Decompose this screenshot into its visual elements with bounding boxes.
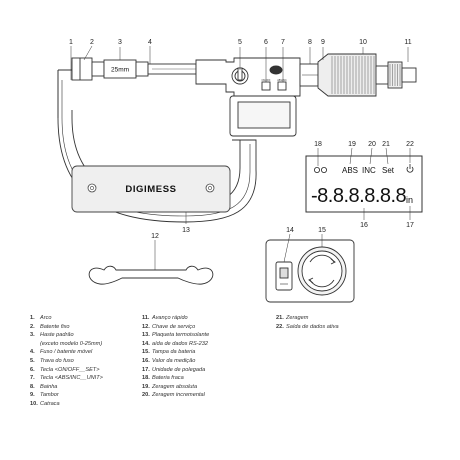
legend-item-18: 18.Bateria fraca — [142, 375, 184, 382]
legend-item-3: 3.Haste padrão — [30, 332, 74, 339]
legend-item-11: 11.Avanço rápido — [142, 315, 188, 321]
callout-19: 19 — [348, 141, 356, 148]
legend-column-2: 11.Avanço rápido 12.Chave de serviço 13.… — [142, 314, 209, 400]
legend-item-19: 19.Zeragem absoluta — [142, 383, 198, 390]
legend-item-8: 8.Bainha — [30, 383, 58, 390]
legend-item-9: 9.Tambor — [30, 392, 59, 399]
callout-15: 15 — [318, 227, 326, 234]
callout-21: 21 — [382, 141, 390, 148]
svg-text:ABS/INC: ABS/INC — [277, 79, 287, 82]
lcd-unit-inch: in — [406, 195, 413, 205]
callout-14: 14 — [286, 227, 294, 234]
standard-bar-label: 25mm — [111, 67, 129, 74]
callout-16: 16 — [360, 222, 368, 229]
callout-11: 11 — [404, 39, 411, 46]
legend-item-20: 20.Zeragem incremental — [142, 392, 205, 399]
callout-22: 22 — [406, 141, 414, 148]
callout-5: 5 — [238, 39, 242, 46]
battery-cover-assembly — [265, 239, 355, 303]
lcd-set-indicator: Set — [382, 166, 395, 175]
lcd-display: ABS INC Set -8.8.8.8.8.8 in — [305, 155, 423, 213]
standard-bar: 25mm — [91, 59, 149, 79]
callout-2: 2 — [90, 39, 94, 46]
legend-item-10: 10.Catraca — [30, 400, 60, 407]
legend-item-4: 4.Fuso / batente móvel — [30, 349, 93, 356]
ratchet — [375, 61, 417, 89]
display-housing — [229, 95, 297, 137]
legend-item-21: 21.Zeragem — [276, 315, 309, 321]
callout-18: 18 — [314, 141, 322, 148]
callout-numbers: 1 2 3 4 5 6 7 8 9 10 11 12 13 14 15 16 1… — [69, 39, 414, 240]
callout-6: 6 — [264, 39, 268, 46]
callout-17: 17 — [406, 222, 414, 229]
callout-7: 7 — [281, 39, 285, 46]
legend-item-6: 6.Tecla <ON/OFF__SET> — [30, 366, 100, 373]
lcd-inc-indicator: INC — [362, 166, 376, 175]
lcd-measurement-value: -8.8.8.8.8.8 — [311, 185, 407, 207]
legend-item-1: 1.Arco — [30, 315, 52, 321]
service-wrench — [88, 265, 214, 285]
spindle — [147, 63, 197, 75]
legend-item-7: 7.Tecla <ABS/INC__UNIT> — [30, 375, 103, 382]
ratchet-knurl — [389, 64, 401, 86]
data-output-icon — [406, 164, 414, 173]
leader-lines — [70, 45, 411, 270]
legend-item-12: 12.Chave de serviço — [142, 323, 196, 330]
callout-9: 9 — [321, 39, 325, 46]
legend-item-17: 17.Unidade de polegada — [142, 366, 206, 373]
lcd-abs-indicator: ABS — [342, 166, 358, 175]
brand-logo: DIGIMESS — [125, 184, 176, 195]
legend-item-22: 22.Saída de dados ativa — [276, 323, 339, 330]
thimble-knurl — [331, 56, 375, 94]
micrometer-head: ON/OFF ABS/INC — [195, 57, 301, 97]
callout-13: 13 — [182, 227, 190, 234]
callout-10: 10 — [359, 39, 367, 46]
svg-text:ON/OFF: ON/OFF — [261, 79, 271, 82]
fixed-anvil — [71, 57, 93, 81]
callout-20: 20 — [368, 141, 376, 148]
thermo-insulating-plate: DIGIMESS — [71, 165, 231, 213]
legend-column-1: 1.Arco 2.Batente fixo 3.Haste padrão (ex… — [30, 314, 103, 409]
legend-item-13: 13.Plaqueta termoisolante — [142, 332, 210, 339]
callout-3: 3 — [118, 39, 122, 46]
legend-item-2: 2.Batente fixo — [30, 323, 70, 330]
legend-item-16: 16.Valor da medição — [142, 357, 196, 364]
callout-8: 8 — [308, 39, 312, 46]
legend-item-15: 15.Tampa da bateria — [142, 349, 196, 356]
legend-item-14: 14.aída de dados RS-232 — [142, 340, 208, 347]
legend-column-3: 21.Zeragem 22.Saída de dados ativa — [276, 314, 339, 331]
legend-item-3-note: (exceto modelo 0-25mm) — [40, 340, 103, 347]
callout-1: 1 — [69, 39, 73, 46]
sleeve — [299, 63, 319, 87]
legend-item-5: 5.Trava do fuso — [30, 357, 74, 364]
callout-4: 4 — [148, 39, 152, 46]
battery-low-icon — [313, 166, 327, 173]
callout-12: 12 — [151, 233, 159, 240]
